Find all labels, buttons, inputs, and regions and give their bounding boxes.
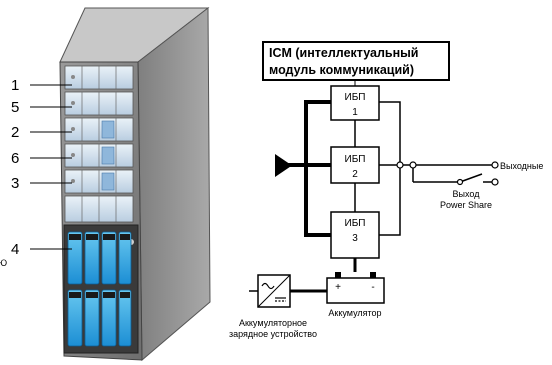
terminals (396, 161, 499, 186)
branch-node (409, 161, 417, 169)
ups-module-1: ИБП 1 (330, 85, 380, 121)
power-share-terminal (491, 178, 499, 186)
battery-label: Аккумулятор (328, 308, 381, 318)
ups-2-number: 2 (352, 169, 358, 180)
ups-2-label: ИБП (345, 154, 366, 165)
battery-icon (326, 277, 385, 304)
charger-label-line2: зарядное устройство (229, 329, 317, 339)
power-share-label-line2: Power Share (440, 200, 492, 210)
callout-lines (30, 84, 72, 250)
battery-minus: - (371, 282, 374, 293)
ups-cabinet (59, 6, 211, 362)
charger-label-line1: Аккумуляторное (239, 318, 307, 328)
ups-3-number: 3 (352, 233, 358, 244)
callout-4: 4 (11, 241, 19, 258)
icm-box: ICM (интеллектуальный модуль коммуникаци… (262, 41, 450, 81)
switch-pivot (456, 178, 464, 186)
ups-1-label: ИБП (345, 92, 366, 103)
callout-1: 1 (11, 77, 19, 94)
stray-label: Ю (0, 258, 7, 268)
output-label: Выходные (500, 161, 543, 171)
callout-2: 2 (11, 124, 19, 141)
battery-drawers (63, 224, 139, 354)
ups-3-label: ИБП (345, 218, 366, 229)
bus-node (396, 161, 404, 169)
ups-1-number: 1 (352, 107, 358, 118)
module-bays (64, 65, 134, 223)
callout-6: 6 (11, 150, 19, 167)
input-arrow-icon (275, 154, 292, 177)
callout-numbers: 1 5 2 6 3 4 (11, 77, 19, 258)
output-terminal (491, 161, 499, 169)
power-share-label-line1: Выход (453, 189, 481, 199)
battery: + - Аккумулятор (326, 272, 385, 318)
charger: Аккумуляторное зарядное устройство (229, 274, 317, 339)
ups-module-3: ИБП 3 (330, 211, 380, 259)
icm-title-line2: модуль коммуникаций) (269, 63, 414, 77)
cabinet-side (137, 6, 211, 362)
callout-3: 3 (11, 175, 19, 192)
icm-title-line1: ICM (интеллектуальный (269, 46, 419, 60)
battery-plus: + (335, 282, 341, 293)
ups-module-2: ИБП 2 (330, 146, 380, 184)
callout-5: 5 (11, 99, 19, 116)
